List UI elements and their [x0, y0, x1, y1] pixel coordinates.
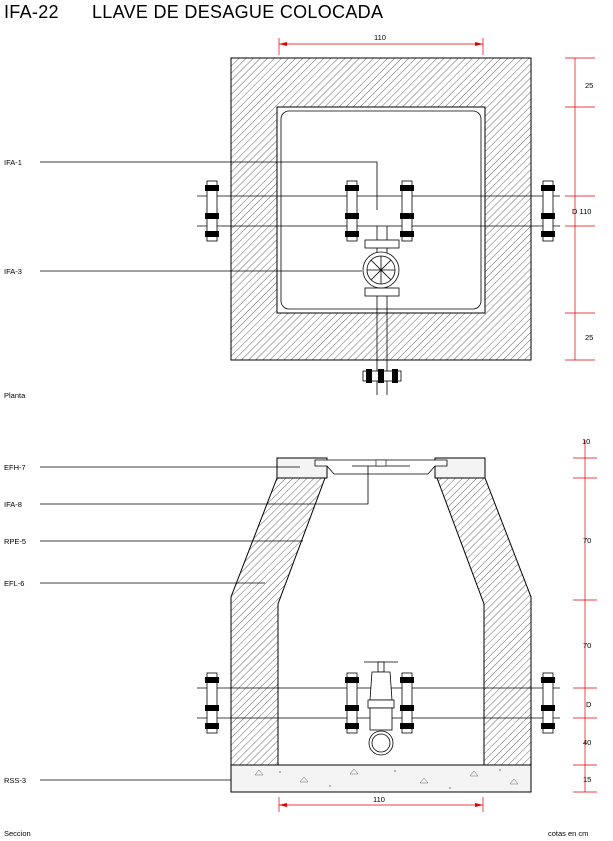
- dim-section-70a: 70: [583, 536, 591, 545]
- label-rss-3: RSS-3: [4, 776, 26, 785]
- plan-chamber-wall: [230, 57, 532, 361]
- plan-tee-flange-bottom: [364, 287, 400, 297]
- dim-plan-top: 110: [374, 33, 386, 42]
- label-rpe-5: RPE-5: [4, 537, 26, 546]
- section-cover-lid: [314, 459, 448, 475]
- plan-flange-right-inner: [400, 180, 414, 242]
- plan-chamber-inner-edge: [280, 110, 482, 310]
- section-view: EFH-7 IFA-8 RPE-5 EFL-6 RSS-3 Seccion co…: [4, 437, 597, 838]
- dim-section-40: 40: [583, 738, 591, 747]
- label-efh-7: EFH-7: [4, 463, 26, 472]
- plan-valve-handwheel: [362, 251, 400, 289]
- section-flange-right-outer: [541, 672, 555, 734]
- plan-flange-left-outer: [205, 180, 219, 242]
- plan-view: IFA-1 IFA-3 Planta 110 25 D 110 25: [4, 33, 595, 400]
- dim-plan-right-top: 25: [585, 81, 593, 90]
- plan-view-name: Planta: [4, 391, 26, 400]
- section-flange-right-inner: [400, 672, 414, 734]
- dim-plan-right-mid: D 110: [572, 207, 591, 216]
- drawing-title: LLAVE DE DESAGUE COLOCADA: [92, 2, 384, 22]
- plan-tee-flange-top: [364, 239, 400, 249]
- label-ifa-8: IFA-8: [4, 500, 22, 509]
- section-cover-frame-right: [434, 457, 486, 479]
- section-view-name: Seccion: [4, 829, 31, 838]
- leader-ifa-1: [40, 161, 378, 210]
- section-valve: [364, 661, 398, 756]
- label-ifa-1: IFA-1: [4, 158, 22, 167]
- section-flange-left-inner: [345, 672, 359, 734]
- dim-plan-right-bottom: 25: [585, 333, 593, 342]
- section-cover-frame-left: [276, 457, 328, 479]
- section-flange-left-outer: [205, 672, 219, 734]
- label-efl-6: EFL-6: [4, 579, 24, 588]
- leader-ifa-8: [40, 466, 369, 505]
- dim-section-10: 10: [582, 437, 590, 446]
- dim-section-70b: 70: [583, 641, 591, 650]
- label-ifa-3: IFA-3: [4, 267, 22, 276]
- dim-section-d: D: [586, 700, 592, 709]
- plan-flange-left-inner: [345, 180, 359, 242]
- section-base-slab: [230, 764, 532, 793]
- dim-section-bottom: 110: [373, 795, 385, 804]
- plan-bottom-flange: [362, 369, 402, 383]
- plan-flange-right-outer: [541, 180, 555, 242]
- section-wall-right: [436, 477, 532, 766]
- section-wall-left: [230, 477, 326, 766]
- units-note: cotas en cm: [548, 829, 588, 838]
- dim-section-15: 15: [583, 775, 591, 784]
- drawing-code: IFA-22: [4, 2, 59, 22]
